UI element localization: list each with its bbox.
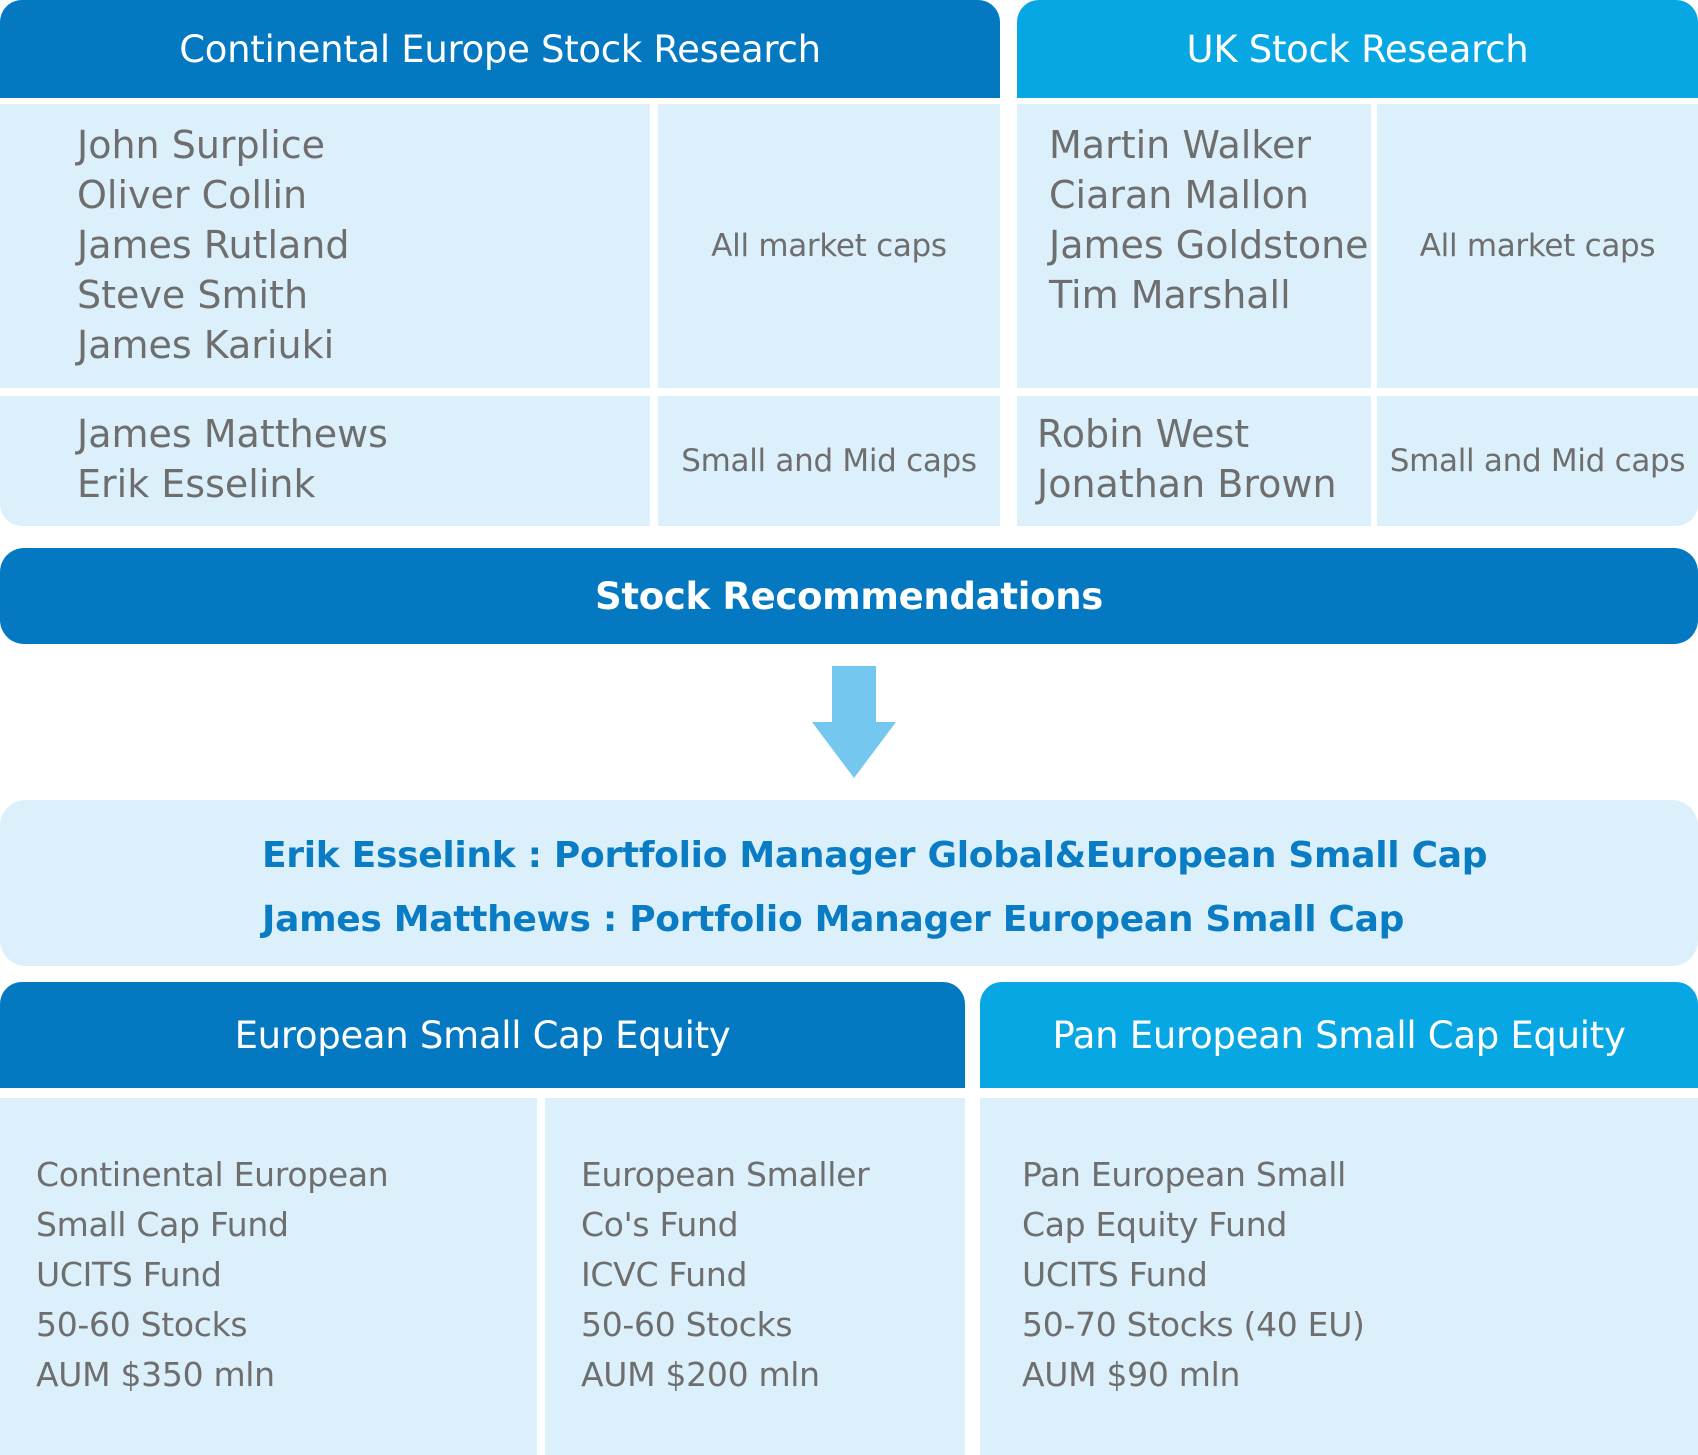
fund-line: European Smaller bbox=[581, 1155, 870, 1194]
continental-header-label: Continental Europe Stock Research bbox=[179, 27, 821, 71]
fund-line: Cap Equity Fund bbox=[1022, 1205, 1287, 1244]
analyst-name: Steve Smith bbox=[77, 273, 309, 317]
fund-card-pan-european: Pan European Small Cap Equity Fund UCITS… bbox=[980, 1098, 1698, 1455]
analyst-name: Robin West bbox=[1037, 412, 1250, 456]
analyst-name: Erik Esselink bbox=[77, 462, 316, 506]
cap-label: All market caps bbox=[1419, 228, 1656, 264]
fund-line: Co's Fund bbox=[581, 1205, 739, 1244]
fund-card-continental-european: Continental European Small Cap Fund UCIT… bbox=[0, 1098, 537, 1455]
fund-line: 50-70 Stocks (40 EU) bbox=[1022, 1305, 1365, 1344]
analyst-name: James Kariuki bbox=[77, 323, 335, 367]
uk-small-mid-names: Robin West Jonathan Brown bbox=[1017, 396, 1371, 526]
analyst-name: Jonathan Brown bbox=[1037, 462, 1337, 506]
analyst-name: John Surplice bbox=[77, 123, 326, 167]
analyst-name: James Matthews bbox=[77, 412, 388, 456]
cap-label: Small and Mid caps bbox=[681, 443, 977, 479]
stock-recommendations-bar: Stock Recommendations bbox=[0, 548, 1698, 644]
fund-line: ICVC Fund bbox=[581, 1255, 748, 1294]
pan-european-header-label: Pan European Small Cap Equity bbox=[1052, 1013, 1626, 1057]
continental-header: Continental Europe Stock Research bbox=[0, 0, 1000, 98]
uk-header: UK Stock Research bbox=[1017, 0, 1698, 98]
portfolio-manager-line: Erik Esselink : Portfolio Manager Global… bbox=[262, 835, 1488, 876]
european-small-cap-header-label: European Small Cap Equity bbox=[234, 1013, 731, 1057]
fund-line: AUM $90 mln bbox=[1022, 1355, 1241, 1394]
analyst-name: James Rutland bbox=[77, 223, 350, 267]
continental-small-mid-label: Small and Mid caps bbox=[658, 396, 1000, 526]
uk-header-label: UK Stock Research bbox=[1186, 27, 1529, 71]
fund-line: Small Cap Fund bbox=[36, 1205, 289, 1244]
fund-line: Pan European Small bbox=[1022, 1155, 1346, 1194]
european-small-cap-header: European Small Cap Equity bbox=[0, 982, 965, 1088]
uk-small-mid-label: Small and Mid caps bbox=[1377, 396, 1698, 526]
fund-line: Continental European bbox=[36, 1155, 389, 1194]
continental-small-mid-names: James Matthews Erik Esselink bbox=[0, 396, 650, 526]
analyst-name: Ciaran Mallon bbox=[1049, 173, 1309, 217]
analyst-name: Tim Marshall bbox=[1049, 273, 1291, 317]
pan-european-header: Pan European Small Cap Equity bbox=[980, 982, 1698, 1088]
portfolio-managers-box: Erik Esselink : Portfolio Manager Global… bbox=[0, 800, 1698, 966]
analyst-name: James Goldstone bbox=[1049, 223, 1369, 267]
portfolio-manager-line: James Matthews : Portfolio Manager Europ… bbox=[262, 899, 1405, 940]
fund-line: AUM $200 mln bbox=[581, 1355, 820, 1394]
cap-label: Small and Mid caps bbox=[1389, 443, 1686, 479]
fund-line: AUM $350 mln bbox=[36, 1355, 275, 1394]
analyst-name: Martin Walker bbox=[1049, 123, 1311, 167]
uk-all-caps-names: Martin Walker Ciaran Mallon James Goldst… bbox=[1017, 104, 1371, 388]
continental-all-caps-label: All market caps bbox=[658, 104, 1000, 388]
continental-all-caps-names: John Surplice Oliver Collin James Rutlan… bbox=[0, 104, 650, 388]
fund-line: 50-60 Stocks bbox=[36, 1305, 248, 1344]
uk-all-caps-label: All market caps bbox=[1377, 104, 1698, 388]
fund-line: UCITS Fund bbox=[36, 1255, 222, 1294]
fund-card-european-smaller: European Smaller Co's Fund ICVC Fund 50-… bbox=[545, 1098, 965, 1455]
stock-recommendations-label: Stock Recommendations bbox=[595, 574, 1103, 618]
fund-line: 50-60 Stocks bbox=[581, 1305, 793, 1344]
analyst-name: Oliver Collin bbox=[77, 173, 308, 217]
down-arrow-icon bbox=[812, 666, 896, 778]
cap-label: All market caps bbox=[711, 228, 947, 264]
fund-line: UCITS Fund bbox=[1022, 1255, 1208, 1294]
